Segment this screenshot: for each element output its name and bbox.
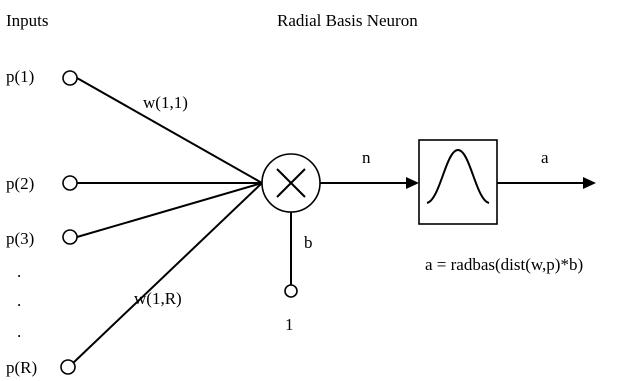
connection-p3 (76, 182, 263, 238)
input-label-p1: p(1) (6, 67, 34, 86)
radbas-bell-curve-icon (418, 139, 498, 225)
inputs-heading: Inputs (6, 11, 49, 30)
output-label: a (541, 148, 549, 167)
connection-p1 (76, 77, 263, 184)
net-input-arrowhead (406, 177, 419, 189)
input-node-p3 (62, 229, 78, 245)
bias-input-node (284, 284, 298, 298)
input-label-pR: p(R) (6, 358, 37, 377)
bias-input-value: 1 (285, 315, 294, 334)
connection-pR (71, 182, 263, 365)
transfer-equation: a = radbas(dist(w,p)*b) (425, 255, 583, 274)
ellipsis-dot-2: . (17, 291, 21, 310)
weight-label-first: w(1,1) (143, 93, 188, 112)
multiply-circle-icon (261, 153, 321, 213)
weight-label-last: w(1,R) (134, 289, 182, 308)
arrow-right-icon (497, 177, 596, 189)
input-node-p2 (62, 175, 78, 191)
neuron-heading: Radial Basis Neuron (277, 11, 418, 30)
input-node-p1 (62, 70, 78, 86)
input-label-p2: p(2) (6, 174, 34, 193)
ellipsis-dot-3: . (17, 322, 21, 341)
input-node-pR (60, 359, 76, 375)
bias-label: b (304, 233, 313, 252)
ellipsis-dot-1: . (17, 262, 21, 281)
net-input-label: n (362, 148, 371, 167)
input-label-p3: p(3) (6, 229, 34, 248)
